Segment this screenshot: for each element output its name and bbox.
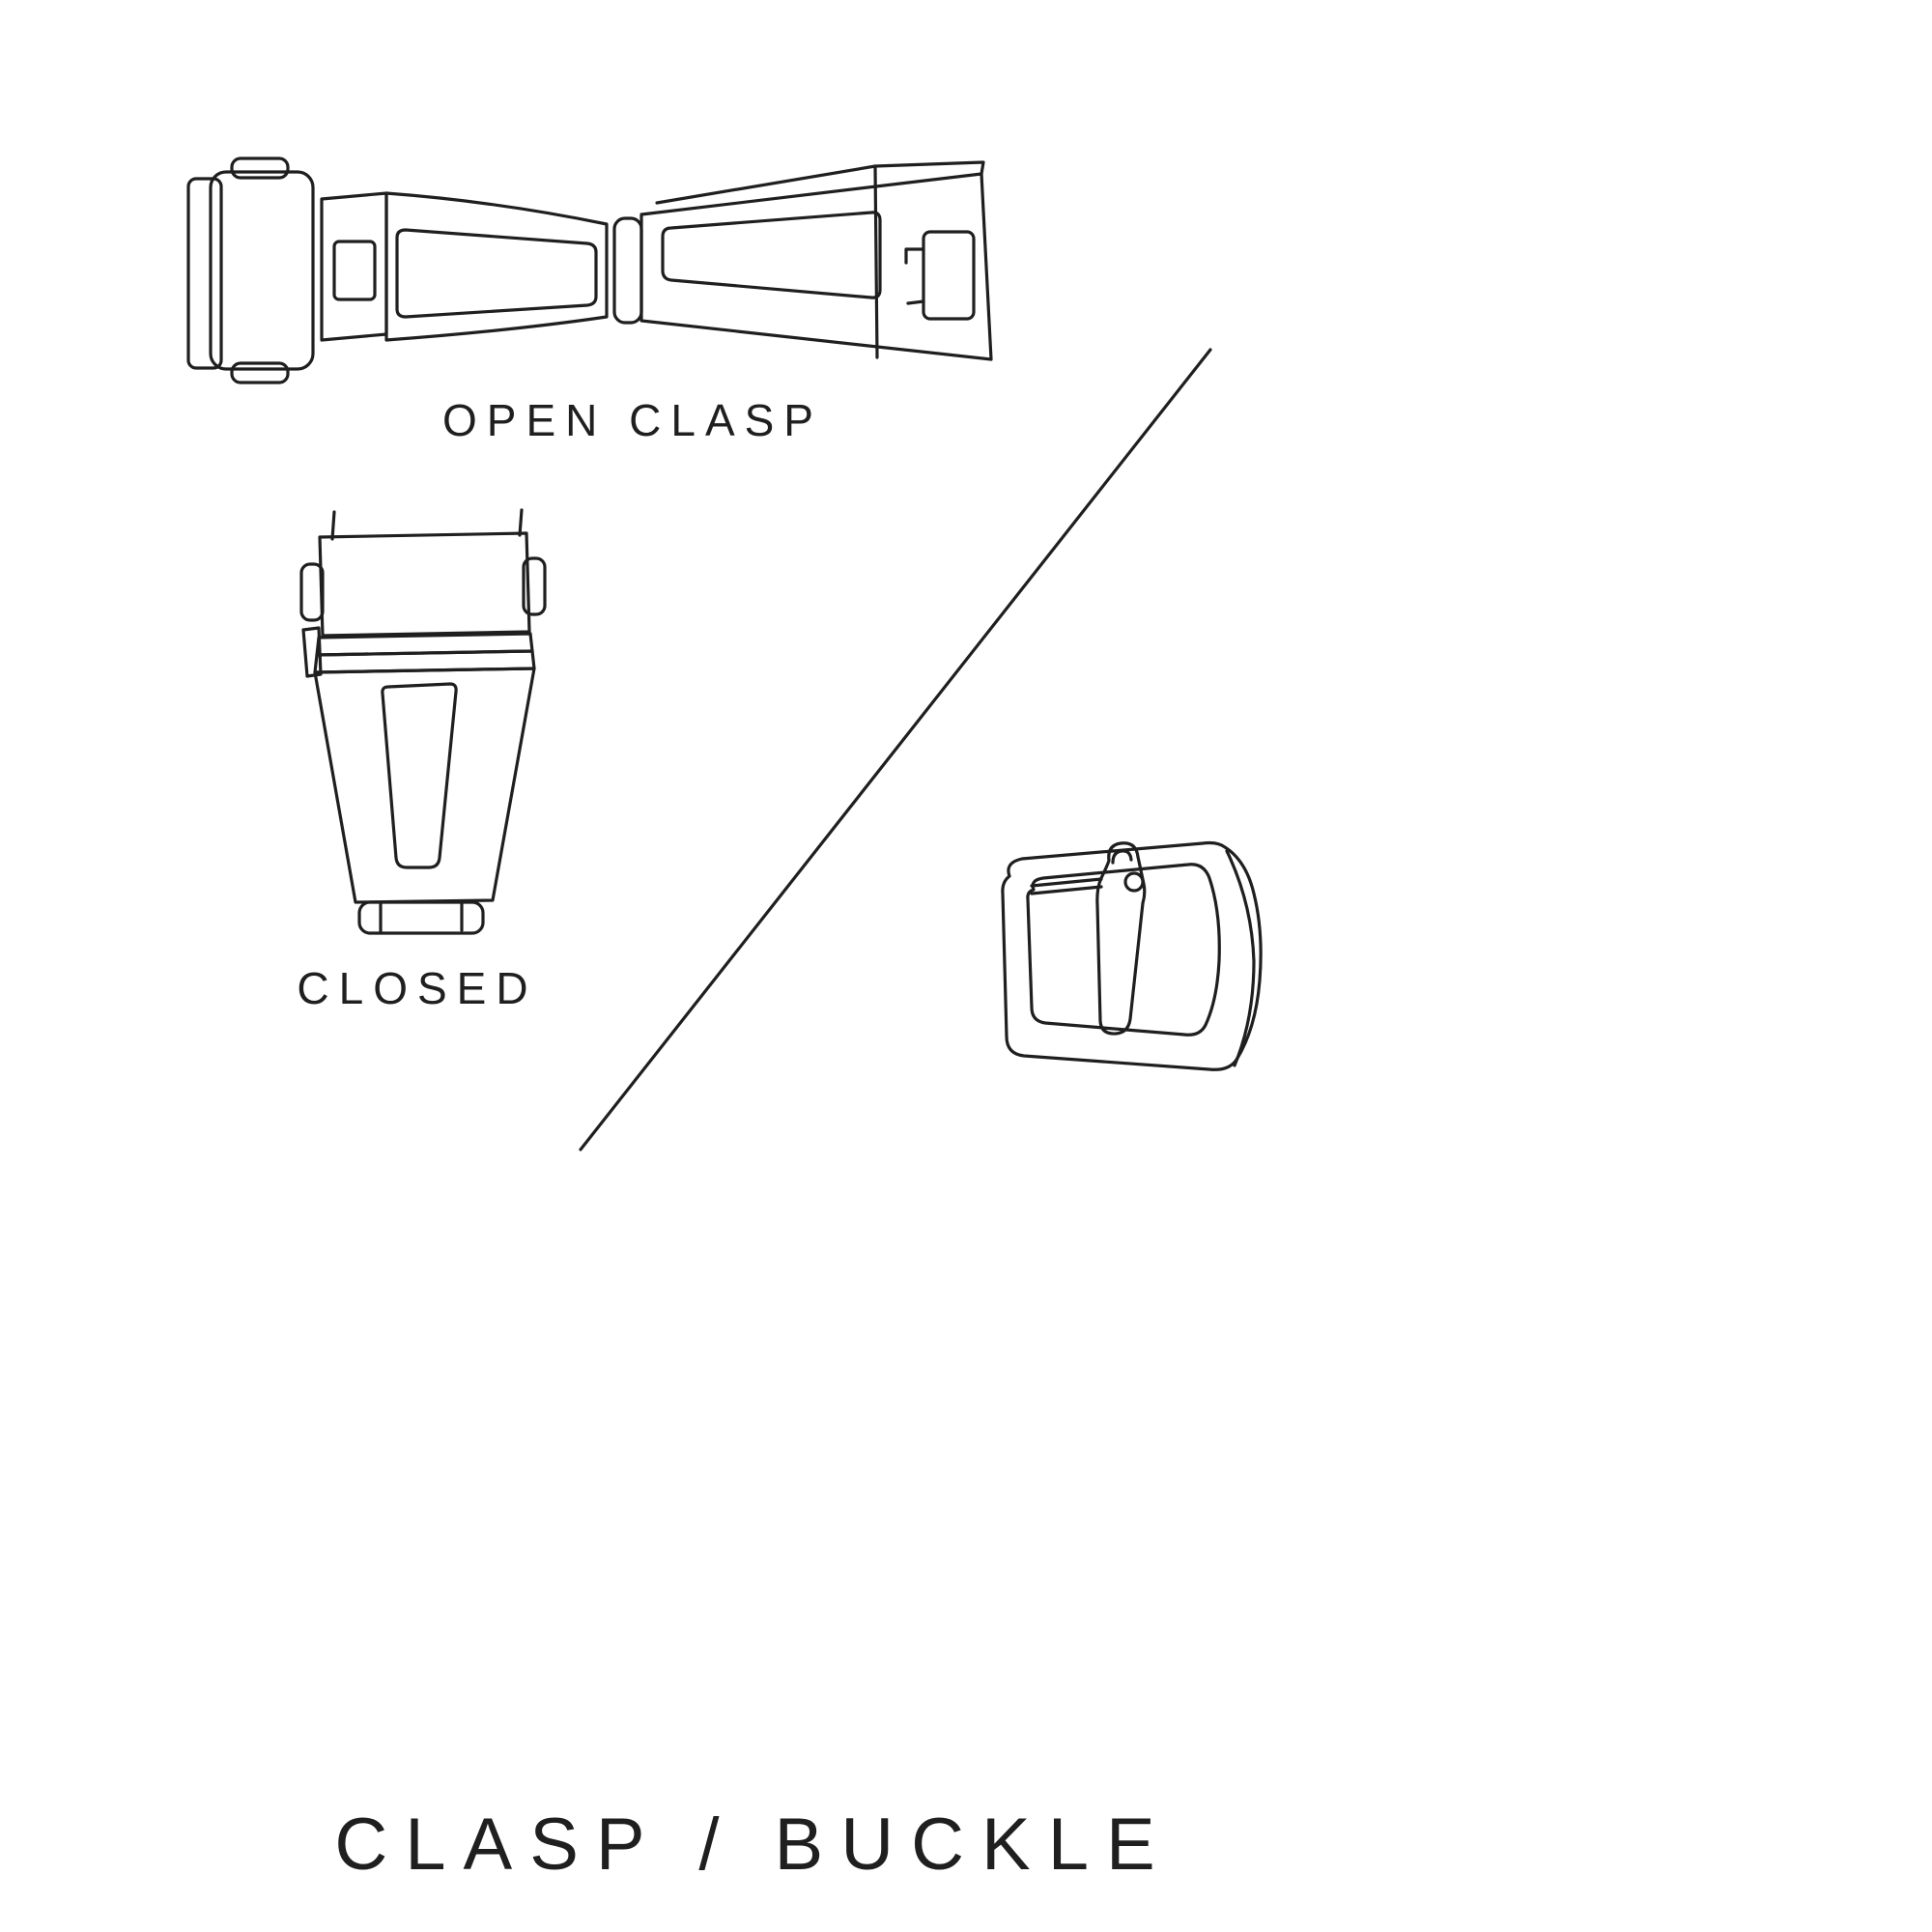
open-clasp-left-blade — [384, 191, 609, 342]
closed-clasp-body — [313, 667, 536, 904]
closed-clasp-label: CLOSED — [297, 963, 538, 1013]
open-clasp-hinge — [612, 216, 643, 325]
open-clasp-left-connector — [320, 191, 388, 342]
page-title: CLASP / BUCKLE — [334, 1804, 1173, 1886]
buckle-tongue — [1095, 841, 1147, 1036]
open-clasp-illustration — [186, 156, 993, 384]
buckle-illustration — [1001, 840, 1263, 1071]
closed-clasp-foot — [357, 900, 485, 935]
open-clasp-left-end — [186, 156, 315, 384]
closed-clasp-illustration — [299, 508, 547, 935]
open-clasp-label: OPEN CLASP — [442, 395, 823, 445]
open-clasp-right-blade — [639, 160, 993, 361]
buckle-frame — [1001, 840, 1263, 1071]
closed-clasp-top-block — [299, 508, 547, 638]
